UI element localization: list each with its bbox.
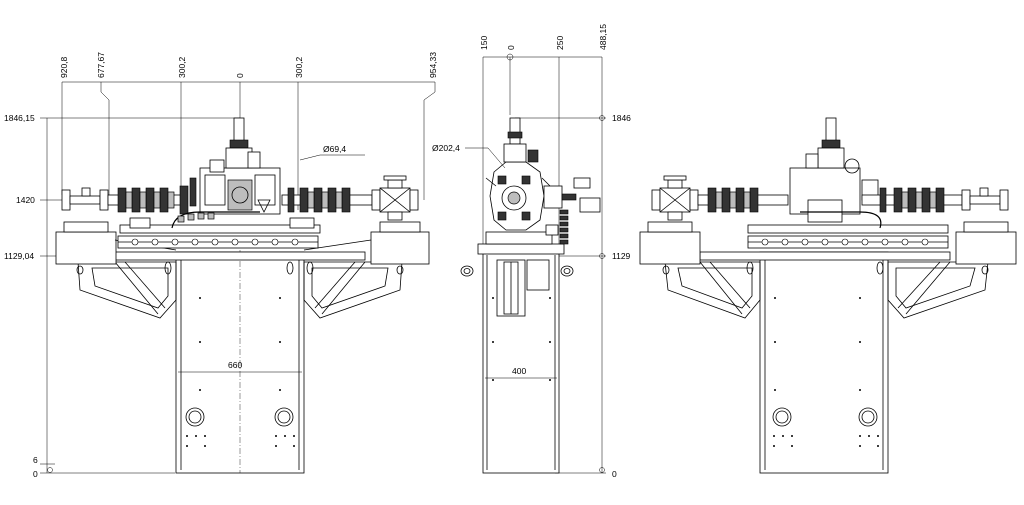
dim-zero-top: 0: [235, 73, 245, 78]
diameter-69-4: Ø69,4: [323, 144, 346, 154]
dim-1129-04: 1129,04: [4, 251, 34, 261]
dim-150: 150: [479, 36, 489, 50]
dim-side-zero: 0: [506, 45, 516, 50]
dim-954-33: 954,33: [428, 52, 438, 78]
dim-660: 660: [228, 360, 242, 370]
dim-zero-left: 0: [33, 469, 38, 479]
dim-250: 250: [555, 36, 565, 50]
dim-488-15: 488,15: [598, 24, 608, 50]
dim-1129: 1129: [612, 251, 631, 261]
dim-1846: 1846: [612, 113, 631, 123]
diameter-202-4: Ø202,4: [432, 143, 460, 153]
dim-1420: 1420: [16, 195, 35, 205]
front-view: 920,8 677,67 300,2 0 300,2 954,33 1846,1…: [4, 52, 438, 479]
dim-6: 6: [33, 455, 38, 465]
dim-677-67: 677,67: [96, 52, 106, 78]
rear-view: [639, 117, 1017, 474]
dim-side-zero-bottom: 0: [612, 469, 617, 479]
dim-920-8: 920,8: [59, 56, 69, 78]
side-view: 150 0 250 488,15 1846 1129 0 400: [432, 24, 631, 479]
dim-1846-15: 1846,15: [4, 113, 35, 123]
dim-400: 400: [512, 366, 526, 376]
dim-300-2-left: 300,2: [177, 56, 187, 78]
dim-300-2-right: 300,2: [294, 56, 304, 78]
